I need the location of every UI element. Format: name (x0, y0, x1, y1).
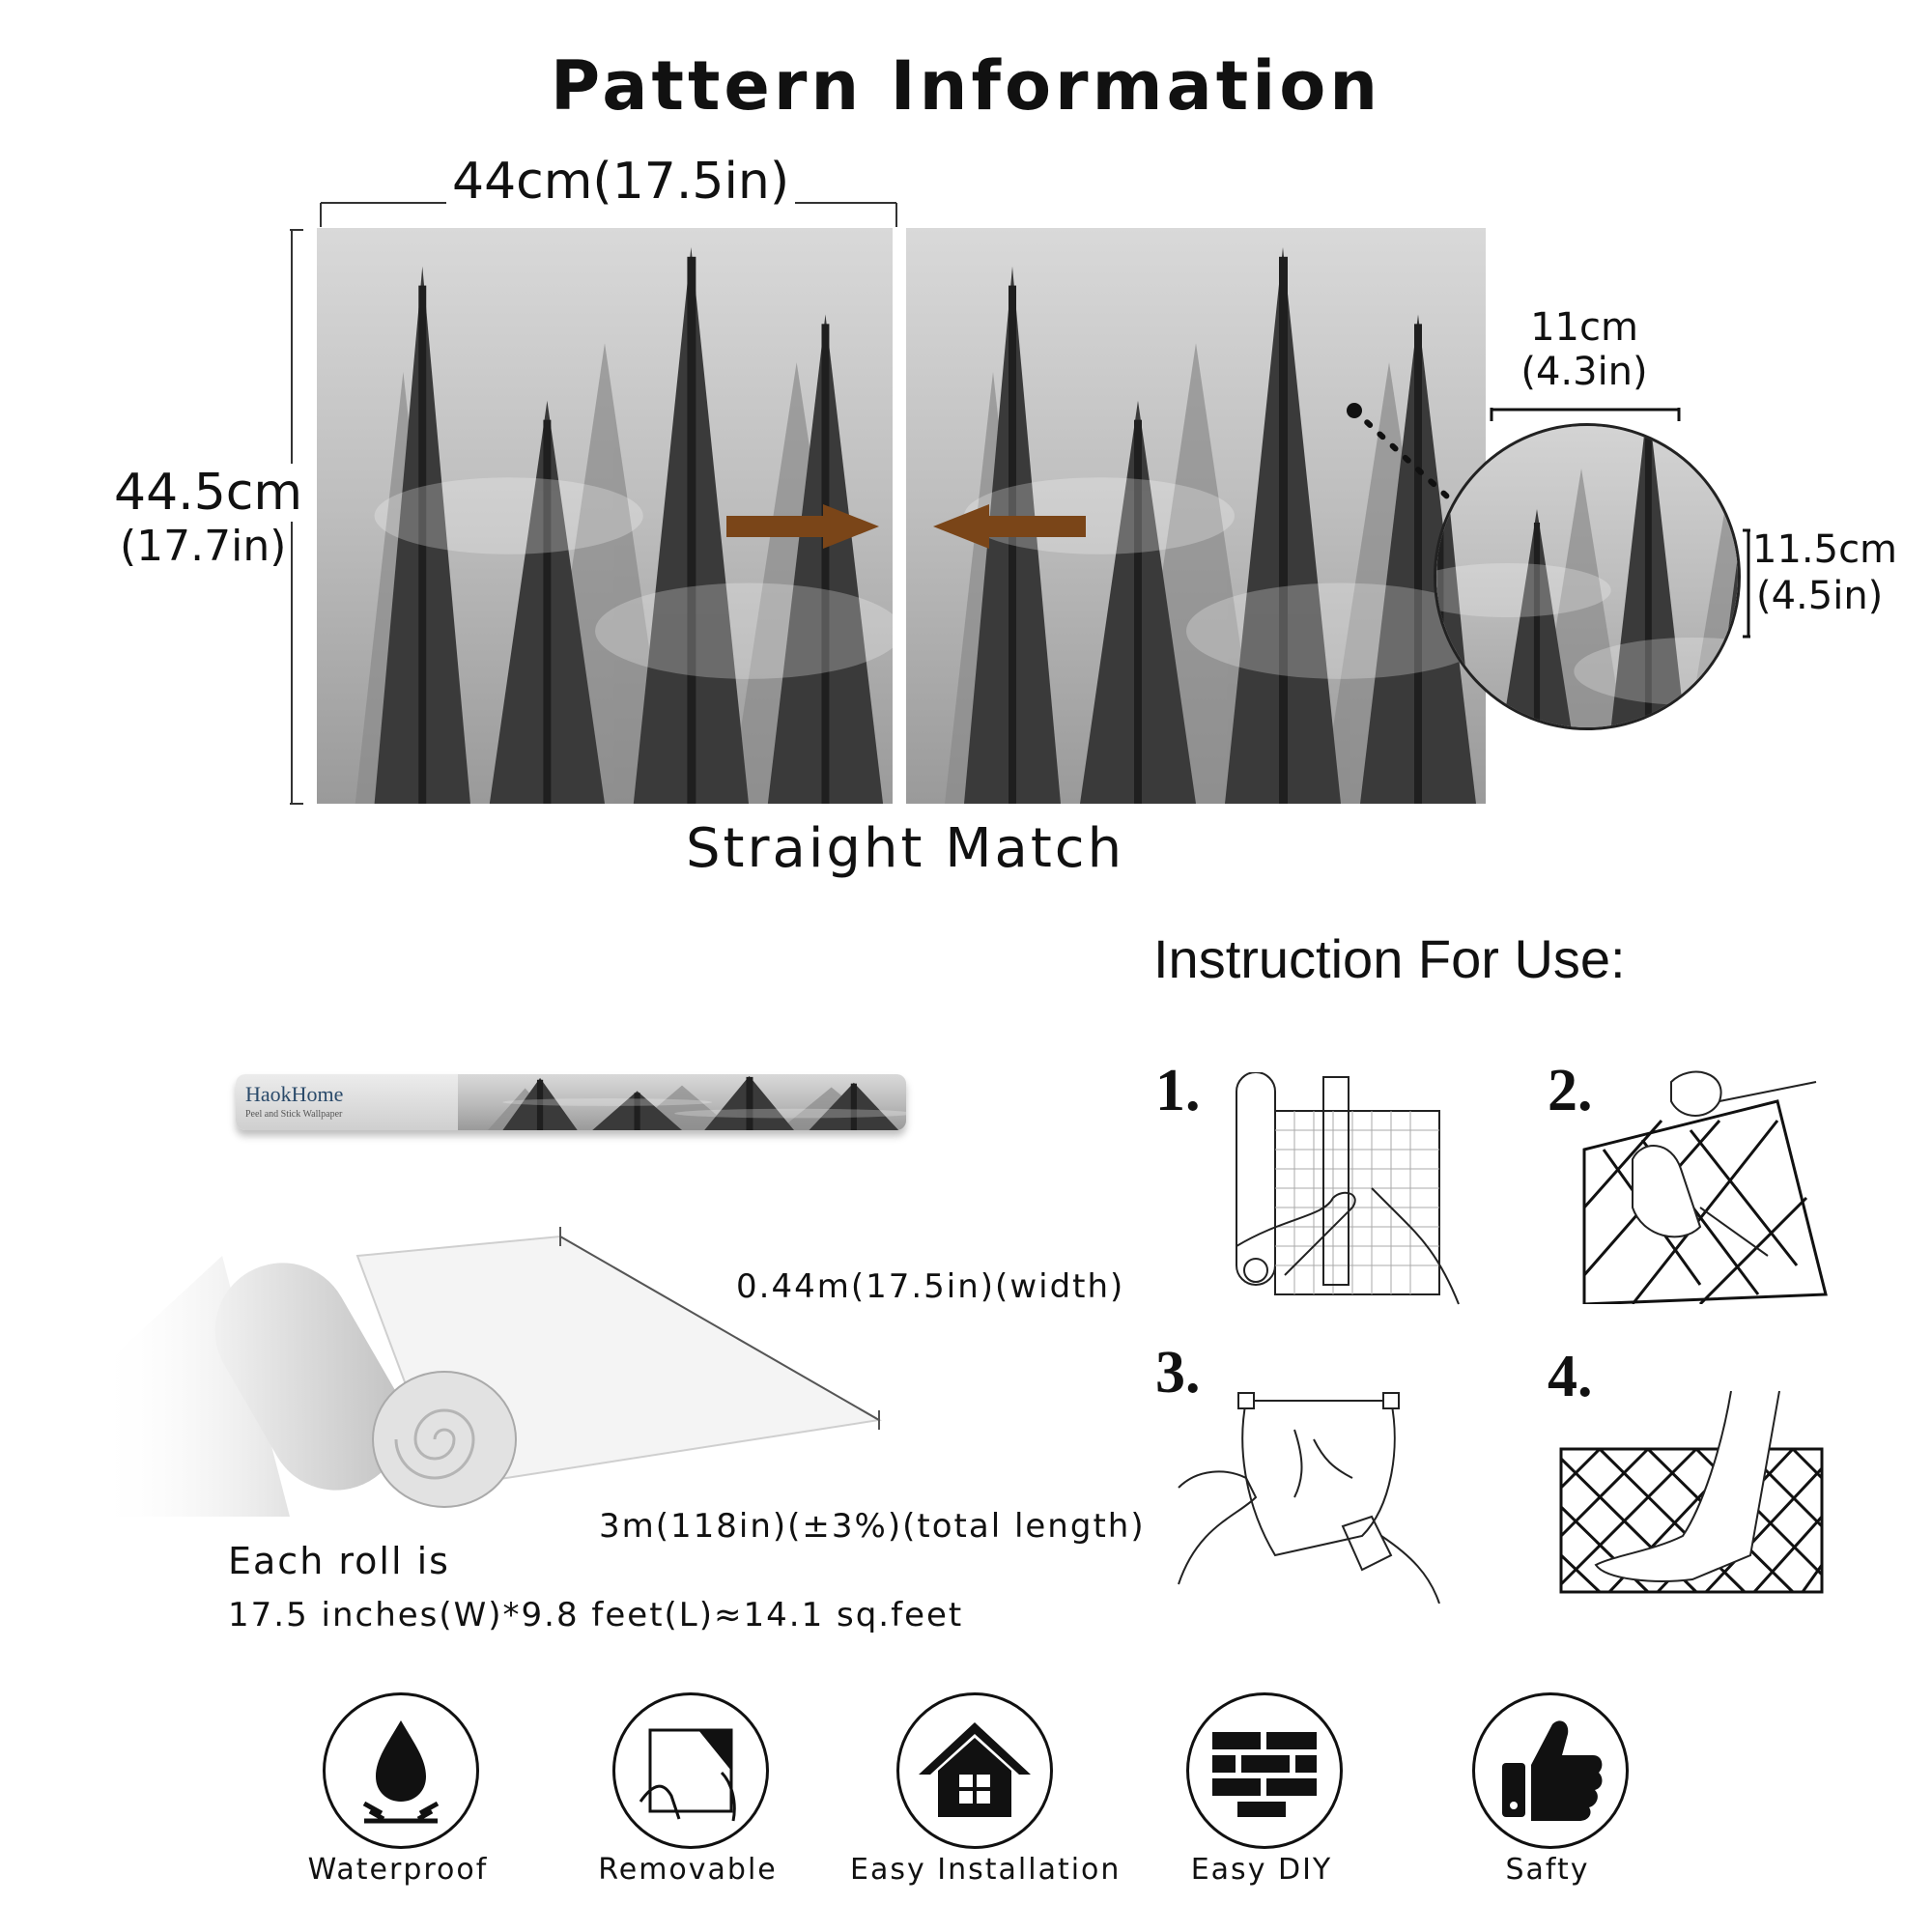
feature-label-easy-installation: Easy Installation (850, 1853, 1122, 1887)
step-number-2: 2. (1548, 1058, 1593, 1123)
feature-safty (1472, 1692, 1629, 1849)
step-number-1: 1. (1155, 1058, 1201, 1123)
water-drop-icon (362, 1720, 440, 1824)
arrow-right-icon (726, 504, 879, 549)
each-roll-label: Each roll is (228, 1540, 450, 1582)
repeat-height-in: (4.5in) (1756, 574, 1884, 618)
repeat-width-line (1490, 408, 1681, 421)
step-2-peel-illustration (1582, 1070, 1828, 1304)
feature-label-safty: Safty (1505, 1853, 1590, 1887)
thumbs-up-icon (1502, 1720, 1603, 1821)
peel-hand-icon (639, 1728, 736, 1822)
zoom-pointer-line (1347, 403, 1462, 510)
step-1-cut-illustration (1236, 1072, 1460, 1305)
repeat-width-cm: 11cm (1530, 305, 1638, 350)
unrolled-wallpaper-illustration (97, 1227, 882, 1517)
pattern-width-label: 44cm(17.5in) (446, 153, 796, 211)
brick-wall-icon (1212, 1732, 1317, 1817)
arrow-left-icon (933, 504, 1086, 549)
step-4-smooth-illustration (1559, 1391, 1824, 1594)
feature-label-easy-diy: Easy DIY (1190, 1853, 1333, 1887)
roll-length-label: 3m(118in)(±3%)(total length) (599, 1507, 1146, 1546)
match-type-label: Straight Match (686, 817, 1125, 880)
feature-label-waterproof: Waterproof (307, 1853, 489, 1887)
feature-easy-diy (1186, 1692, 1343, 1849)
repeat-height-cm: 11.5cm (1752, 527, 1898, 572)
brand-subtitle: Peel and Stick Wallpaper (245, 1109, 343, 1120)
repeat-width-in: (4.3in) (1520, 350, 1648, 394)
packaged-roll: HaokHome Peel and Stick Wallpaper (236, 1074, 906, 1130)
feature-easy-installation (896, 1692, 1053, 1849)
pattern-height-cm: 44.5cm (114, 464, 303, 522)
step-number-4: 4. (1548, 1344, 1593, 1409)
page-title: Pattern Information (550, 46, 1382, 126)
step-number-3: 3. (1155, 1340, 1201, 1406)
pattern-height-in: (17.7in) (120, 522, 287, 571)
roll-width-label: 0.44m(17.5in)(width) (736, 1267, 1125, 1306)
pattern-repeat-zoom (1434, 423, 1741, 730)
roll-coverage-label: 17.5 inches(W)*9.8 feet(L)≈14.1 sq.feet (228, 1596, 964, 1634)
feature-waterproof (323, 1692, 479, 1849)
repeat-height-line (1743, 528, 1750, 639)
house-icon (919, 1722, 1031, 1817)
step-3-apply-illustration (1178, 1392, 1440, 1604)
feature-label-removable: Removable (598, 1853, 778, 1887)
instructions-heading: Instruction For Use: (1153, 928, 1626, 989)
feature-removable (612, 1692, 769, 1849)
brand-name: HaokHome (245, 1082, 344, 1106)
